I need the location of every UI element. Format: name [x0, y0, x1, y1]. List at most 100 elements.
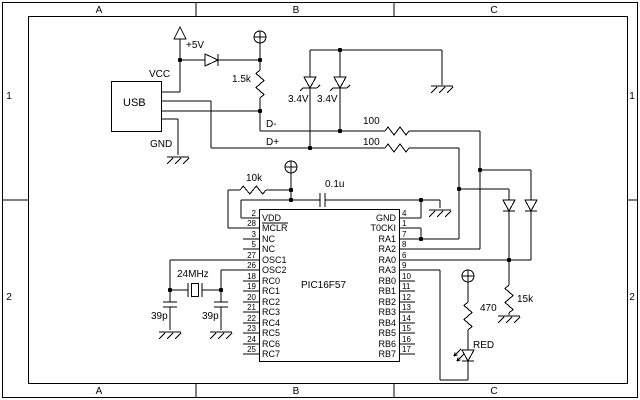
led-arrow-icon: [453, 352, 456, 357]
pin-name: RC2: [262, 297, 280, 307]
pin-name: RB0: [378, 276, 396, 286]
ground-icon: [182, 157, 190, 165]
pin-name: T0CKI: [370, 223, 396, 233]
ground-icon: [166, 332, 174, 340]
frame-col-label-a-bottom: A: [96, 386, 103, 397]
junction-dot: [337, 128, 343, 134]
pin-number: 5: [252, 240, 257, 249]
pin-number: 18: [247, 272, 256, 281]
led-arrow-icon: [456, 353, 465, 362]
junction-dot: [257, 57, 263, 63]
pin-name: NC: [262, 244, 275, 254]
junction-dot: [337, 47, 343, 53]
r-pullup-label: 1.5k: [232, 74, 252, 85]
pin-name: RB2: [378, 297, 396, 307]
pin-name: RC4: [262, 318, 280, 328]
series-diode-icon: [204, 53, 220, 67]
plus5v-label: +5V: [186, 40, 204, 51]
pin-name: RA0: [378, 255, 396, 265]
pin-number: 17: [402, 345, 411, 354]
frame-row-label-1-left: 1: [6, 91, 12, 102]
pin-number: 13: [402, 303, 411, 312]
pin-name: RC1: [262, 286, 280, 296]
pin-number: 15: [402, 324, 411, 333]
pin-name: RC5: [262, 328, 280, 338]
ground-icon: [166, 157, 174, 165]
diode-icon: [524, 199, 538, 213]
pin-name: RC7: [262, 349, 280, 359]
zener-diode-icon: [329, 87, 334, 92]
junction-dot: [167, 287, 173, 293]
pin-name: RC6: [262, 339, 280, 349]
frame-col-label-a-top: A: [96, 5, 103, 16]
led-icon: [461, 349, 475, 363]
pin-number: 26: [247, 261, 256, 270]
junction-dot: [307, 145, 313, 151]
pin-number: 19: [247, 282, 256, 291]
junction-dot: [177, 57, 183, 63]
pin-name: RA1: [378, 234, 396, 244]
pin-number: 28: [247, 219, 256, 228]
junction-dot: [288, 187, 294, 193]
led-arrow-icon: [456, 359, 461, 362]
resistor-icon: [255, 69, 265, 99]
led-arrow-icon: [453, 354, 458, 357]
pin-name: OSC2: [262, 265, 287, 275]
frame-row-label-2-right: 2: [629, 292, 635, 303]
junction-dot: [418, 197, 424, 203]
ground-icon: [513, 316, 521, 324]
chip-body: [259, 209, 400, 362]
pin-name: RB1: [378, 286, 396, 296]
usb-vcc-pin-label: VCC: [149, 69, 170, 80]
zener-diode-icon: [316, 84, 321, 89]
r-pulldown-label: 15k: [517, 294, 534, 305]
ground-icon: [446, 86, 454, 94]
pin-name: RA2: [378, 244, 396, 254]
r-dminus-label: 100: [363, 116, 380, 127]
pin-number: 27: [247, 251, 256, 260]
ground-icon: [209, 332, 217, 340]
resistor-icon: [239, 185, 267, 195]
led-arrow-icon: [456, 357, 459, 362]
c-osc-left-label: 39p: [151, 311, 168, 322]
ground-icon: [174, 157, 182, 165]
resistor-icon: [504, 284, 514, 314]
r-led-label: 470: [480, 303, 497, 314]
pin-name: GND: [376, 213, 397, 223]
frame-col-label-c-bottom: C: [490, 386, 497, 397]
zener-diode-icon: [333, 76, 347, 90]
pin-name: OSC1: [262, 255, 287, 265]
crystal-icon: [191, 283, 199, 297]
pin-name: RB7: [378, 349, 396, 359]
r-dplus-label: 100: [363, 137, 380, 148]
pin-number: 7: [402, 230, 407, 239]
resistor-icon: [384, 143, 410, 153]
ground-icon: [428, 210, 436, 218]
pin-name: RB6: [378, 339, 396, 349]
ground-icon: [436, 210, 444, 218]
plus5v-supply-icon: [173, 25, 187, 40]
pin-number: 12: [402, 293, 411, 302]
pin-name: RC3: [262, 307, 280, 317]
junction-dot: [456, 186, 462, 192]
r-mclr-label: 10k: [246, 173, 263, 184]
ground-icon: [438, 86, 446, 94]
zener-left-label: 3.4V: [288, 94, 309, 105]
pin-name: RB4: [378, 318, 396, 328]
c-osc-right-label: 39p: [202, 311, 219, 322]
junction-dot: [288, 197, 294, 203]
pin-number: 22: [247, 314, 256, 323]
junction-dot: [506, 257, 512, 263]
resistor-icon: [463, 301, 473, 331]
frame-col-label-c-top: C: [490, 5, 497, 16]
pin-number: 25: [247, 345, 256, 354]
pin-number: 4: [402, 209, 407, 218]
crystal-label: 24MHz: [177, 269, 209, 280]
junction-dot: [477, 167, 483, 173]
usb-connector-body: [111, 81, 162, 132]
pin-number: 24: [247, 335, 256, 344]
pin-name: RB5: [378, 328, 396, 338]
chip-name: PIC16F57: [301, 280, 346, 291]
